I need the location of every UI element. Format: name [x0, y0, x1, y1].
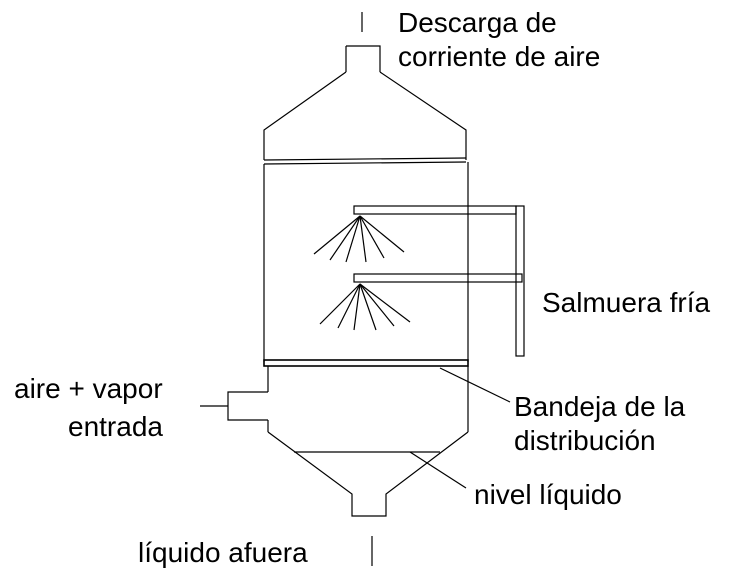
upper-spray-header [353, 205, 517, 215]
distribution-tray [263, 359, 469, 367]
upper-spray-cone [313, 215, 405, 263]
label-air-discharge-1: Descarga de [398, 7, 557, 38]
label-liquid-out: líquido afuera [138, 537, 308, 568]
lower-cone [267, 431, 469, 517]
lower-spray-header [353, 273, 523, 283]
top-nozzle [345, 45, 381, 72]
upper-cone-seam-1 [263, 157, 467, 161]
label-liquid-level: nivel líquido [474, 479, 622, 510]
label-tray-2: distribución [514, 425, 656, 456]
upper-cone-seam-2 [263, 161, 467, 165]
label-air-vapor-1: aire + vapor [14, 373, 163, 404]
brine-supply-pipe [515, 205, 525, 357]
label-cold-brine: Salmuera fría [542, 287, 710, 318]
lower-spray-cone [319, 283, 411, 331]
tray-leader [439, 367, 511, 403]
inlet-nozzle [227, 391, 268, 421]
label-air-discharge-2: corriente de aire [398, 41, 600, 72]
label-air-vapor-2: entrada [68, 411, 163, 442]
upper-cone [263, 71, 467, 160]
label-tray-1: Bandeja de la [514, 391, 686, 422]
level-leader [409, 451, 467, 489]
